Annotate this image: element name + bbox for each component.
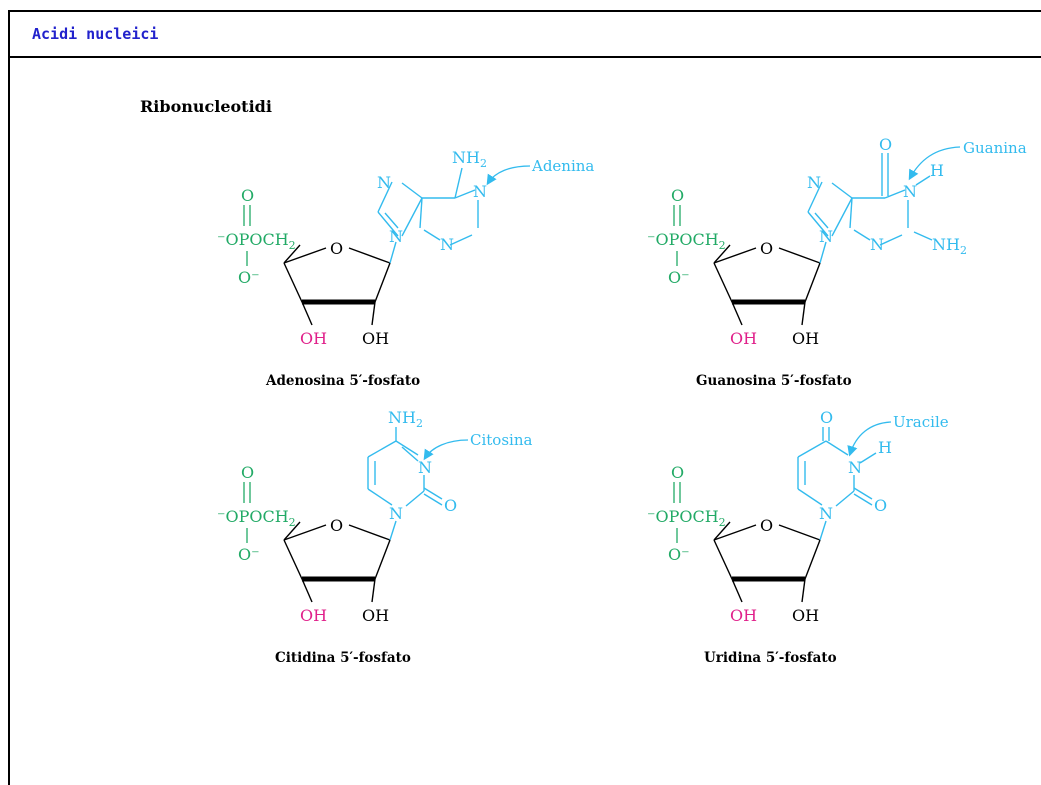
molecule-caption: Uridina 5′-fosfato [704,650,837,666]
hydroxyl-3prime: OH [730,329,757,348]
hydroxyl-2prime: OH [362,606,389,625]
phosphate-o-top: O [671,186,684,205]
hydroxyl-3prime: OH [300,329,327,348]
phosphate-o-bottom: O⁻ [668,268,690,287]
phosphate-label: ⁻OPOCH2 [217,230,296,252]
ribose-ring [713,244,821,326]
molecule-caption: Guanosina 5′-fosfato [696,373,852,389]
amino-group: NH2 [932,235,967,257]
phosphate-o-bottom: O⁻ [668,545,690,564]
guanine-base [807,153,933,264]
atom-n9: N [389,227,403,246]
phosphate-group: O ⁻OPOCH2 O⁻ [647,186,726,287]
atom-n1: N [473,182,487,201]
atom-o2: O [874,496,887,515]
amino-group: NH2 [388,408,423,430]
atom-n1: N [903,182,917,201]
cytosine-base [367,427,443,541]
atom-n3: N [848,458,862,477]
phosphate-label: ⁻OPOCH2 [647,230,726,252]
molecule-cytidine: O ⁻OPOCH2 O⁻ O OH OH [217,408,532,666]
atom-n7: N [807,173,821,192]
ring-oxygen: O [760,239,773,258]
atom-n3: N [440,235,454,254]
molecule-guanosine: O ⁻OPOCH2 O⁻ O OH OH [647,135,1027,389]
uracil-base [797,427,877,541]
base-name-label: Guanina [963,139,1027,157]
atom-n1: N [819,504,833,523]
atom-n9: N [819,227,833,246]
phosphate-o-bottom: O⁻ [238,545,260,564]
phosphate-label: ⁻OPOCH2 [217,507,296,529]
hydroxyl-3prime: OH [730,606,757,625]
molecule-adenosine: O ⁻OPOCH2 O⁻ O OH OH [217,148,594,389]
atom-n3: N [418,458,432,477]
phosphate-label: ⁻OPOCH2 [647,507,726,529]
ribose-ring [283,521,391,603]
ring-oxygen: O [760,516,773,535]
phosphate-o-bottom: O⁻ [238,268,260,287]
ring-oxygen: O [330,516,343,535]
base-name-label: Adenina [531,157,594,175]
phosphate-o-top: O [671,463,684,482]
phosphate-group: O ⁻OPOCH2 O⁻ [647,463,726,564]
atom-o6: O [879,135,892,154]
atom-n1: N [389,504,403,523]
phosphate-o-top: O [241,463,254,482]
atom-o4: O [820,408,833,427]
phosphate-group: O ⁻OPOCH2 O⁻ [217,463,296,564]
adenine-base [377,167,479,264]
hydroxyl-2prime: OH [792,606,819,625]
ribose-ring [283,244,391,326]
atom-h1: H [930,161,944,180]
base-name-label: Citosina [470,431,532,449]
slide-header: Acidi nucleici [8,10,1041,58]
molecule-caption: Citidina 5′-fosfato [275,650,411,666]
atom-o2: O [444,496,457,515]
header-title: Acidi nucleici [32,25,159,43]
hydroxyl-3prime: OH [300,606,327,625]
ring-oxygen: O [330,239,343,258]
slide-frame [8,10,1041,785]
phosphate-o-top: O [241,186,254,205]
molecule-uridine: O ⁻OPOCH2 O⁻ O OH OH [647,408,949,666]
phosphate-group: O ⁻OPOCH2 O⁻ [217,186,296,287]
ribose-ring [713,521,821,603]
hydroxyl-2prime: OH [362,329,389,348]
atom-h3: H [878,438,892,457]
section-title: Ribonucleotidi [140,97,272,116]
atom-n7: N [377,173,391,192]
molecule-caption: Adenosina 5′-fosfato [265,373,420,389]
amino-group: NH2 [452,148,487,170]
base-name-label: Uracile [893,413,949,431]
atom-n3: N [870,235,884,254]
hydroxyl-2prime: OH [792,329,819,348]
